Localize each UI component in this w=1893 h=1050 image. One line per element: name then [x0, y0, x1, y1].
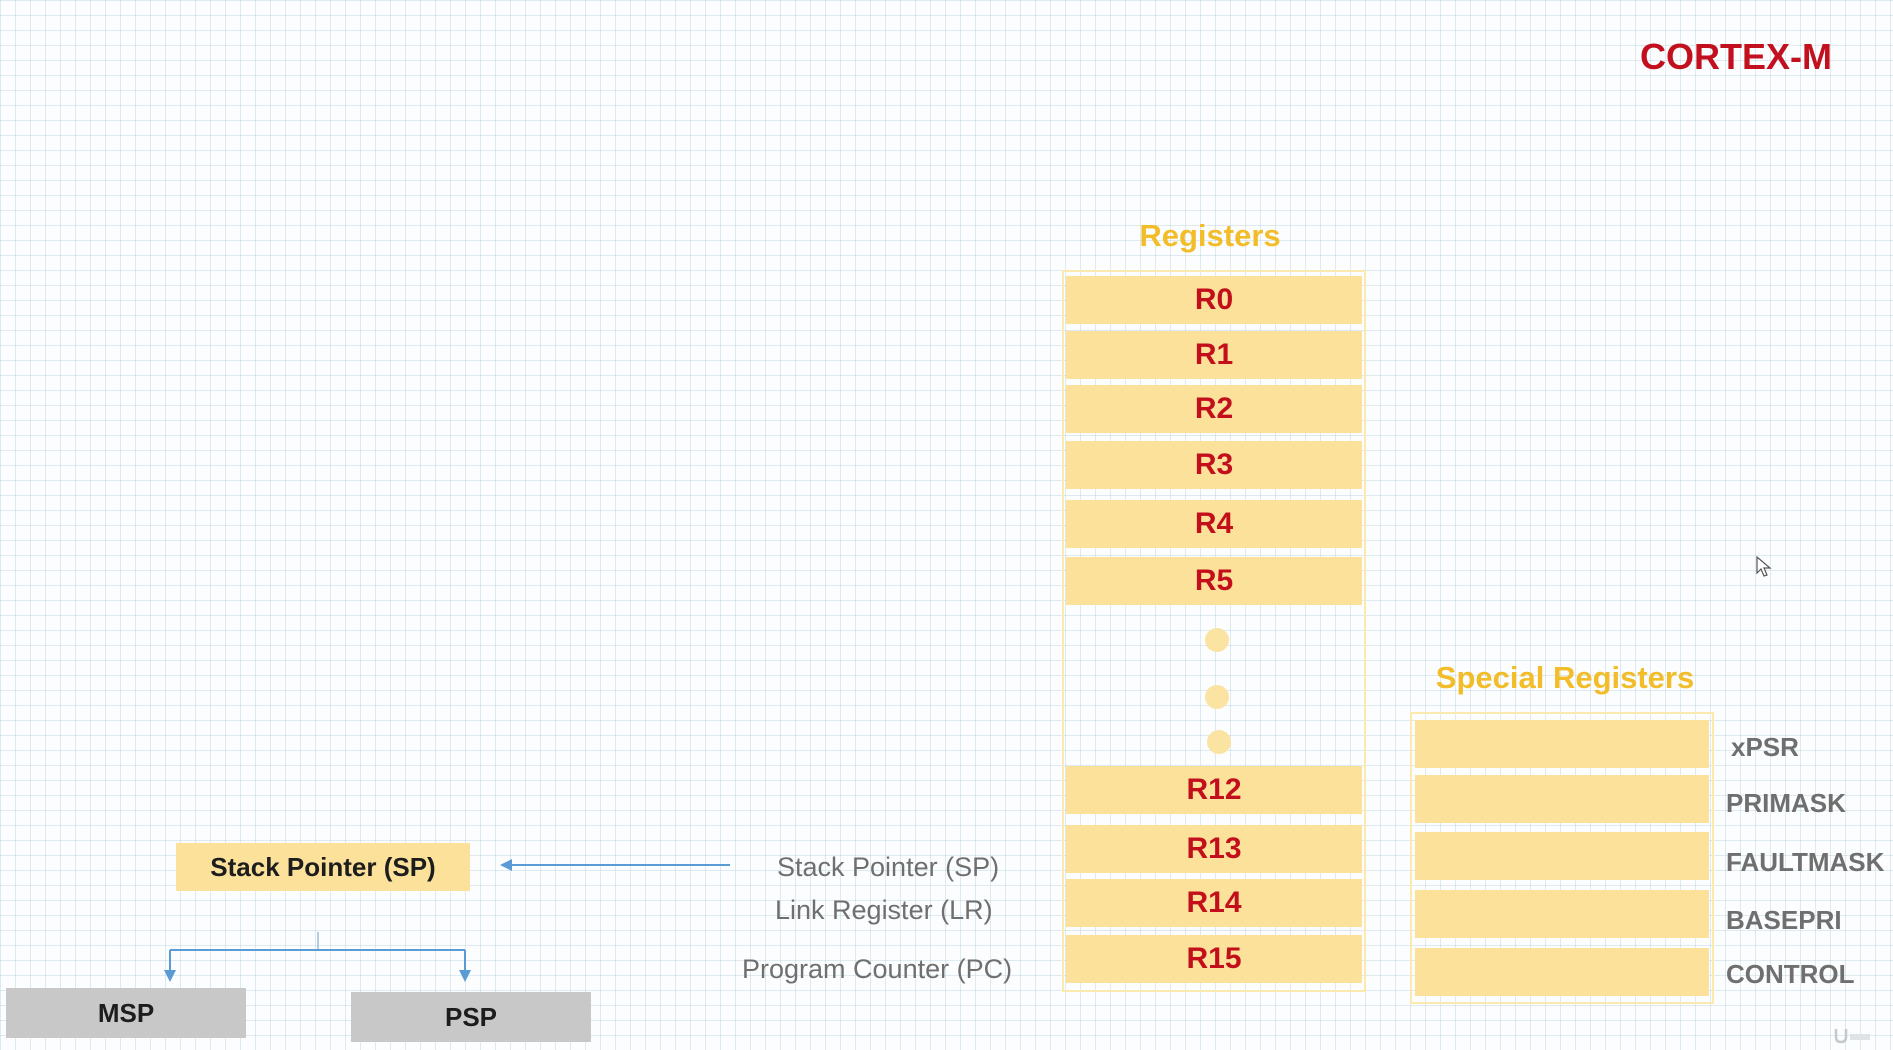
register-r15: R15	[1066, 935, 1362, 983]
udemy-logo-icon	[1834, 1029, 1870, 1044]
register-r2: R2	[1066, 385, 1362, 433]
split-connector	[164, 932, 471, 982]
register-r12: R12	[1066, 766, 1362, 814]
mouse-pointer-icon	[1756, 556, 1772, 577]
registers-frame	[1062, 270, 1366, 992]
special-register-cell	[1415, 775, 1709, 823]
ellipsis-dot	[1205, 685, 1229, 709]
alias-program-counter: Program Counter (PC)	[742, 954, 1013, 984]
register-r0: R0	[1066, 276, 1362, 324]
register-r4: R4	[1066, 500, 1362, 548]
register-r5: R5	[1066, 557, 1362, 605]
msp-box: MSP	[6, 988, 246, 1038]
brand-title: CORTEX-M	[1640, 36, 1832, 77]
special-label-faultmask: FAULTMASK	[1726, 847, 1885, 877]
registers-title: Registers	[1139, 218, 1281, 253]
sp-arrow	[500, 859, 730, 871]
alias-link-register: Link Register (LR)	[775, 895, 993, 925]
special-label-control: CONTROL	[1726, 959, 1855, 989]
special-label-primask: PRIMASK	[1726, 788, 1846, 818]
special-register-cell	[1415, 890, 1709, 938]
register-r3: R3	[1066, 441, 1362, 489]
ellipsis-dot	[1205, 628, 1229, 652]
special-label-basepri: BASEPRI	[1726, 905, 1842, 935]
special-label-xpsr: xPSR	[1731, 732, 1799, 762]
register-r1: R1	[1066, 331, 1362, 379]
stack-pointer-box: Stack Pointer (SP)	[176, 843, 470, 891]
special-registers-frame	[1410, 712, 1714, 1004]
special-registers-title: Special Registers	[1435, 660, 1695, 695]
special-register-cell	[1415, 948, 1709, 996]
arrow-left-icon	[500, 859, 512, 871]
arrow-down-icon	[459, 970, 471, 982]
register-r14: R14	[1066, 879, 1362, 927]
register-r13: R13	[1066, 825, 1362, 873]
arrow-down-icon	[164, 970, 176, 982]
special-register-cell	[1415, 832, 1709, 880]
special-register-cell	[1415, 720, 1709, 768]
ellipsis-dot	[1207, 730, 1231, 754]
psp-box: PSP	[351, 992, 591, 1042]
alias-stack-pointer: Stack Pointer (SP)	[777, 852, 1000, 882]
